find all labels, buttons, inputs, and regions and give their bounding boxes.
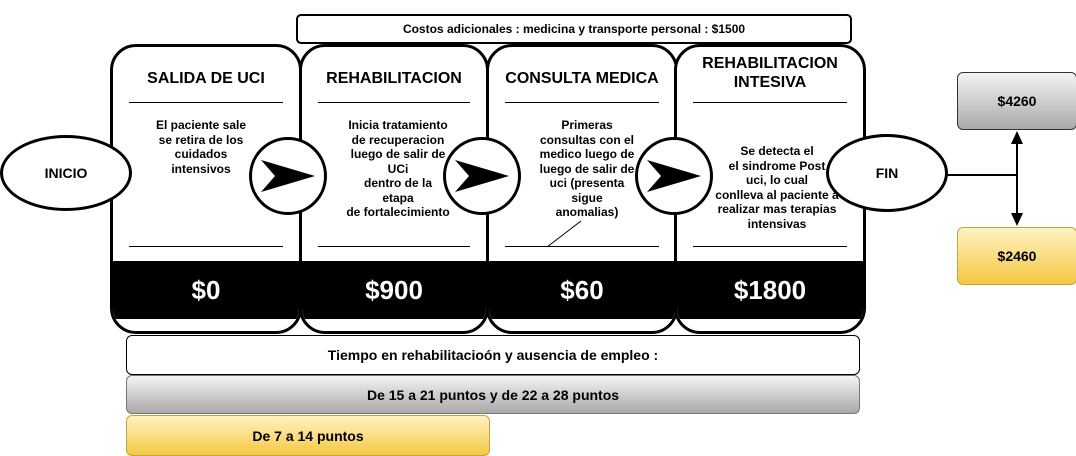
employment-time-header: Tiempo en rehabilitacioón y ausencia de … [126, 335, 860, 375]
stage-title: SALIDA DE UCI [147, 70, 265, 87]
stage-title: CONSULTA MEDICA [505, 70, 659, 87]
arrow-right-icon [249, 137, 327, 215]
stage-price: $0 [113, 261, 299, 319]
price-divider [505, 246, 659, 247]
title-divider [129, 102, 283, 103]
title-divider [693, 102, 847, 103]
start-node: INICIO [0, 135, 132, 211]
stage-price: $900 [302, 261, 486, 319]
description-line: El paciente sale [155, 118, 247, 132]
stage-price: $1800 [677, 261, 863, 319]
end-node: FIN [826, 134, 948, 212]
description-line: conlleva al paciente a [715, 187, 839, 202]
description-line: dentro de la [363, 176, 432, 190]
description-line: luego de salir de [350, 147, 446, 161]
description-line: de fortalecimiento [346, 205, 450, 219]
description-line: etapa [382, 190, 414, 205]
price-divider [318, 246, 470, 247]
additional-costs-banner: Costos adicionales : medicina y transpor… [296, 14, 852, 44]
description-line: el sindrome Post [728, 158, 826, 173]
description-line: consultas con el [539, 132, 635, 147]
stage-title-line: INTESIVA [733, 74, 807, 91]
outcome-total-high: $4260 [957, 72, 1076, 130]
stage-description: Se detecta el el sindrome Post uci, lo c… [687, 144, 863, 231]
stage-title: REHABILITACION [326, 70, 462, 87]
description-line: UCi [387, 161, 409, 176]
description-line: Se detecta el [740, 144, 814, 158]
description-line: cuidados [174, 147, 228, 161]
connector-line [546, 220, 582, 248]
description-line: de recuperacion [351, 132, 445, 147]
price-divider [693, 246, 847, 247]
description-line: luego de salir de [539, 161, 635, 176]
description-line: intensivos [171, 161, 231, 176]
description-line: sigue [571, 190, 603, 205]
description-line: uci, lo cual [745, 173, 808, 187]
stage-title: REHABILITACION INTESIVA [677, 54, 863, 92]
outcome-total-low: $2460 [957, 227, 1076, 285]
description-line: Inicia tratamiento [348, 118, 448, 132]
stage-description: Primeras consultas con el medico luego d… [513, 118, 661, 220]
arrow-right-icon [443, 137, 521, 215]
description-line: medico luego de [539, 147, 635, 161]
description-line: realizar mas terapias [717, 202, 837, 216]
outcome-connector [945, 131, 1023, 226]
arrow-right-icon [635, 137, 713, 215]
stage-description: Inicia tratamiento de recuperacion luego… [320, 118, 476, 220]
description-line: anomalias) [555, 205, 619, 219]
description-line: intensivas [747, 216, 807, 231]
description-line: Primeras [561, 118, 613, 132]
score-range-bar-high: De 15 a 21 puntos y de 22 a 28 puntos [126, 375, 860, 414]
title-divider [505, 102, 659, 103]
price-divider [129, 246, 283, 247]
stage-consulta-medica: CONSULTA MEDICA Primeras consultas con e… [486, 44, 678, 334]
score-range-bar-low: De 7 a 14 puntos [126, 415, 490, 456]
stage-price: $60 [489, 261, 675, 319]
description-line: se retira de los [158, 132, 244, 147]
stage-description: El paciente sale se retira de los cuidad… [127, 118, 275, 176]
title-divider [318, 102, 470, 103]
description-line: uci (presenta [549, 176, 625, 190]
stage-title-line: REHABILITACION [702, 55, 838, 72]
